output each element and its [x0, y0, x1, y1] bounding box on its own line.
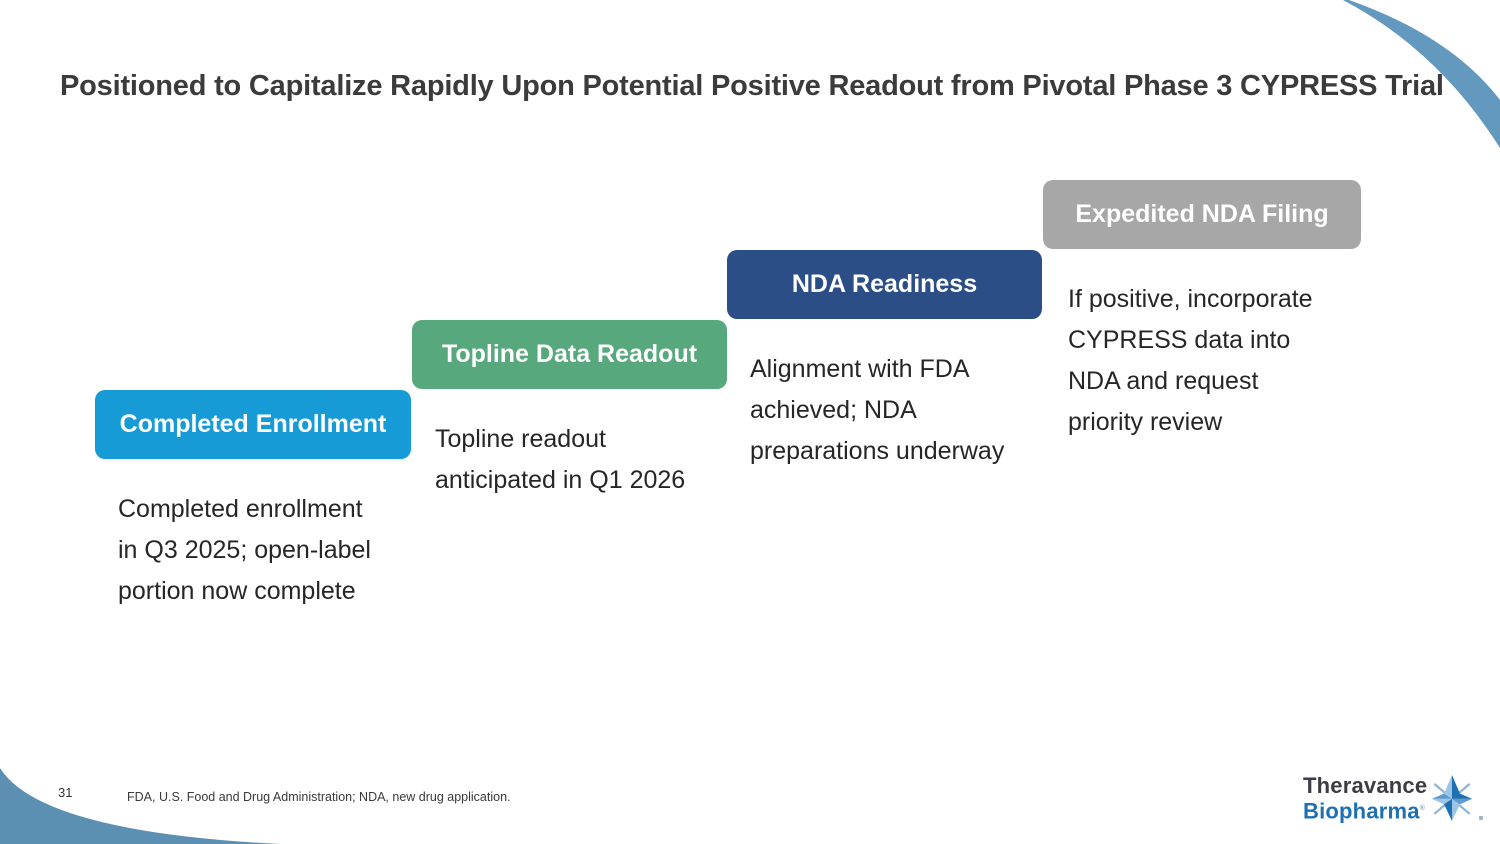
corner-swoosh-bottom-left-icon — [0, 768, 280, 844]
logo-line-theravance: Theravance — [1303, 773, 1428, 798]
milestone-description-completed-enrollment: Completed enrollment in Q3 2025; open-la… — [118, 495, 371, 605]
compass-star-icon — [1429, 774, 1484, 822]
corner-swoosh-top-right-icon — [1343, 0, 1500, 148]
registered-mark: ® — [1419, 805, 1426, 812]
page-number: 31 — [58, 785, 73, 800]
logo-trademark-dot — [1479, 816, 1484, 821]
milestone-description-expedited-nda-filing: If positive, incorporate CYPRESS data in… — [1068, 285, 1313, 436]
milestone-header-nda-readiness: NDA Readiness — [727, 250, 1042, 319]
slide-title: Positioned to Capitalize Rapidly Upon Po… — [60, 70, 1444, 102]
logo-line-biopharma: Biopharma® — [1303, 798, 1426, 824]
milestone-header-completed-enrollment: Completed Enrollment — [95, 390, 411, 459]
logo-wordmark: Theravance Biopharma® — [1303, 774, 1427, 822]
footnote: FDA, U.S. Food and Drug Administration; … — [127, 790, 511, 804]
milestone-description-topline-data-readout: Topline readout anticipated in Q1 2026 — [435, 425, 686, 494]
milestone-header-topline-data-readout: Topline Data Readout — [412, 320, 727, 389]
milestone-header-expedited-nda-filing: Expedited NDA Filing — [1043, 180, 1361, 249]
theravance-biopharma-logo: Theravance Biopharma® — [1303, 774, 1484, 822]
milestone-description-nda-readiness: Alignment with FDA achieved; NDA prepara… — [750, 355, 1005, 465]
